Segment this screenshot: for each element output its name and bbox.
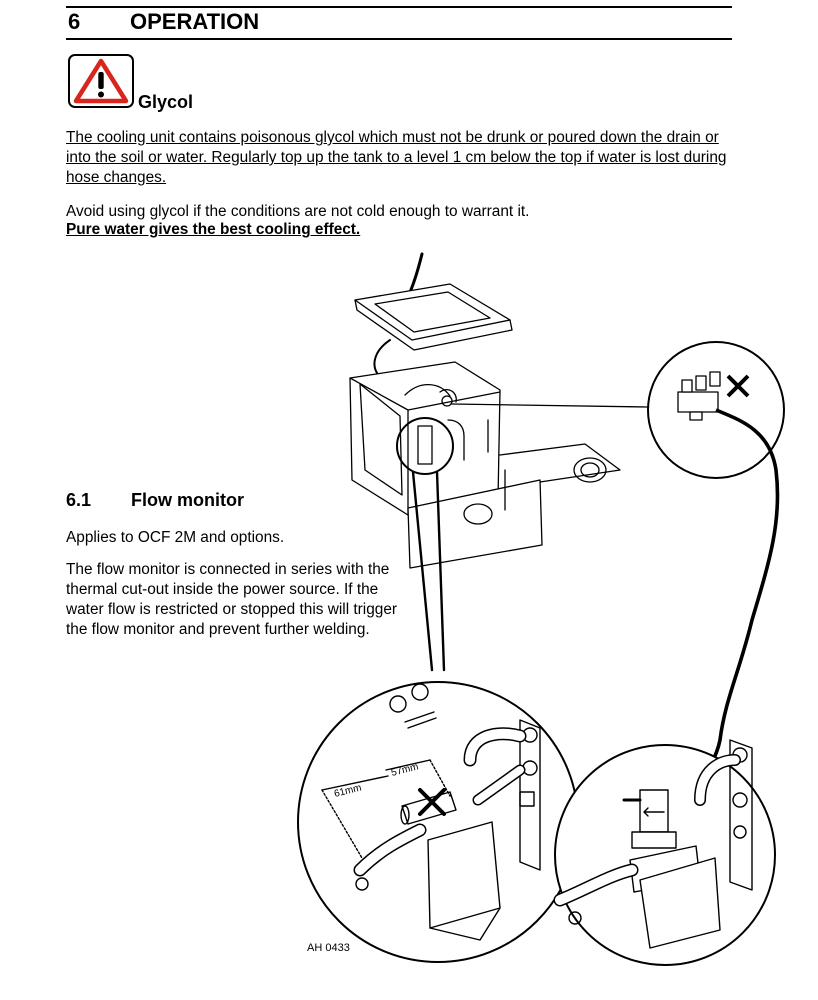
paragraph: Applies to OCF 2M and options. — [66, 529, 285, 546]
warning-text: The cooling unit contains poisonous glyc… — [66, 129, 727, 186]
section-header: 6 OPERATION — [66, 6, 732, 40]
warning-title: Glycol — [138, 92, 194, 112]
section-title: OPERATION — [130, 9, 260, 34]
subsection-title: Flow monitor — [131, 490, 244, 510]
section-number: 6 — [68, 9, 81, 34]
warning-triangle-icon — [68, 54, 134, 108]
paragraph: The flow monitor is connected in series … — [66, 561, 398, 638]
figure-code: AH 0433 — [307, 942, 350, 954]
paragraph-emphasis: Pure water gives the best cooling effect… — [66, 221, 361, 238]
paragraph: Avoid using glycol if the conditions are… — [66, 203, 530, 220]
subsection-number: 6.1 — [66, 490, 92, 510]
